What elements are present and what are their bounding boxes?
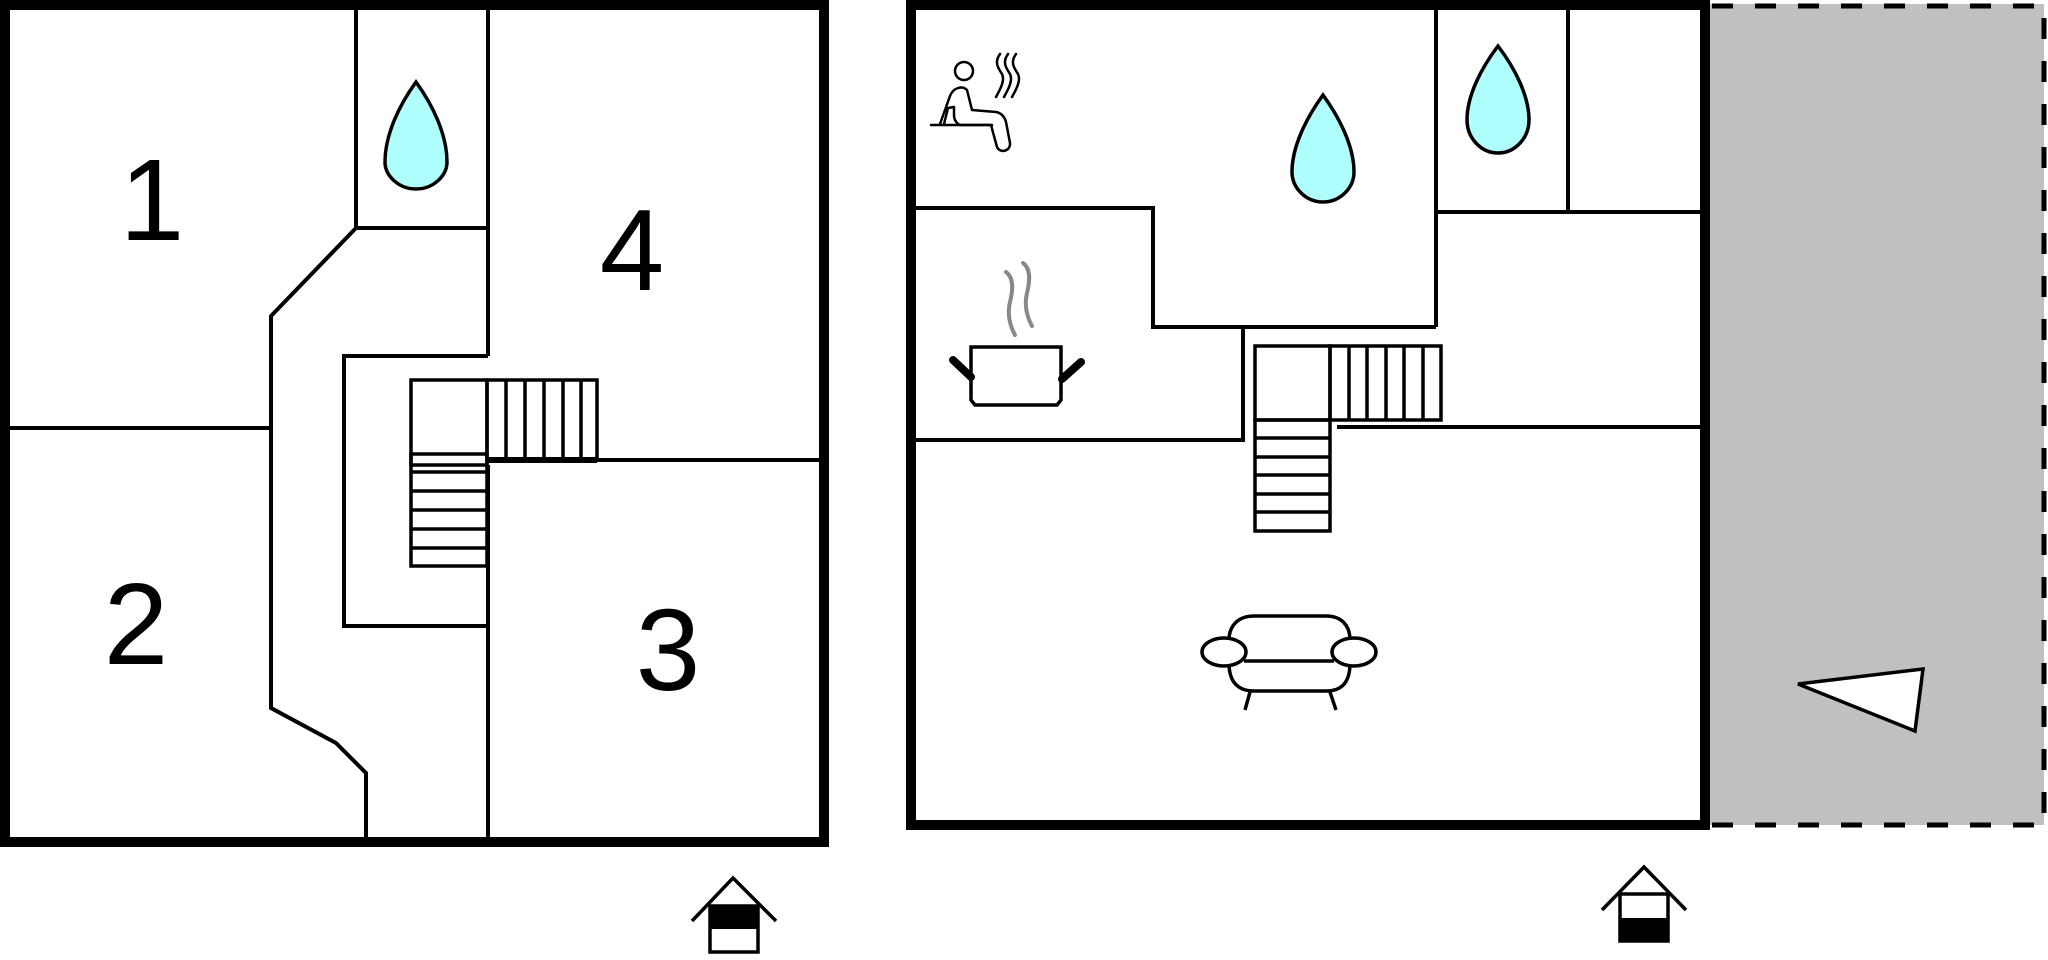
water-drop-icon bbox=[383, 79, 449, 191]
kitchen-wall bbox=[916, 327, 1245, 442]
sauna-icon bbox=[929, 52, 1021, 153]
sofa-icon bbox=[1200, 614, 1378, 711]
stairwell-wall bbox=[342, 354, 488, 628]
water-drop-icon bbox=[1290, 92, 1356, 204]
staircase bbox=[409, 378, 599, 568]
upper-floor-plan bbox=[0, 0, 829, 847]
room-label-2: 2 bbox=[104, 559, 169, 689]
room-label-3: 3 bbox=[636, 585, 701, 715]
house-icon-upper bbox=[690, 875, 778, 954]
terrace-dashed-outline bbox=[1712, 3, 2047, 828]
cooking-pot-icon bbox=[949, 261, 1085, 407]
room-label-1: 1 bbox=[120, 135, 185, 265]
wall bbox=[916, 206, 1436, 329]
room-label-4: 4 bbox=[600, 185, 665, 315]
ground-floor-plan bbox=[906, 0, 1710, 830]
house-icon-ground bbox=[1600, 864, 1688, 943]
corridor-wall bbox=[269, 226, 368, 838]
water-drop-icon bbox=[1465, 43, 1531, 155]
compass-pointer bbox=[1797, 666, 1926, 734]
staircase bbox=[1253, 344, 1443, 533]
